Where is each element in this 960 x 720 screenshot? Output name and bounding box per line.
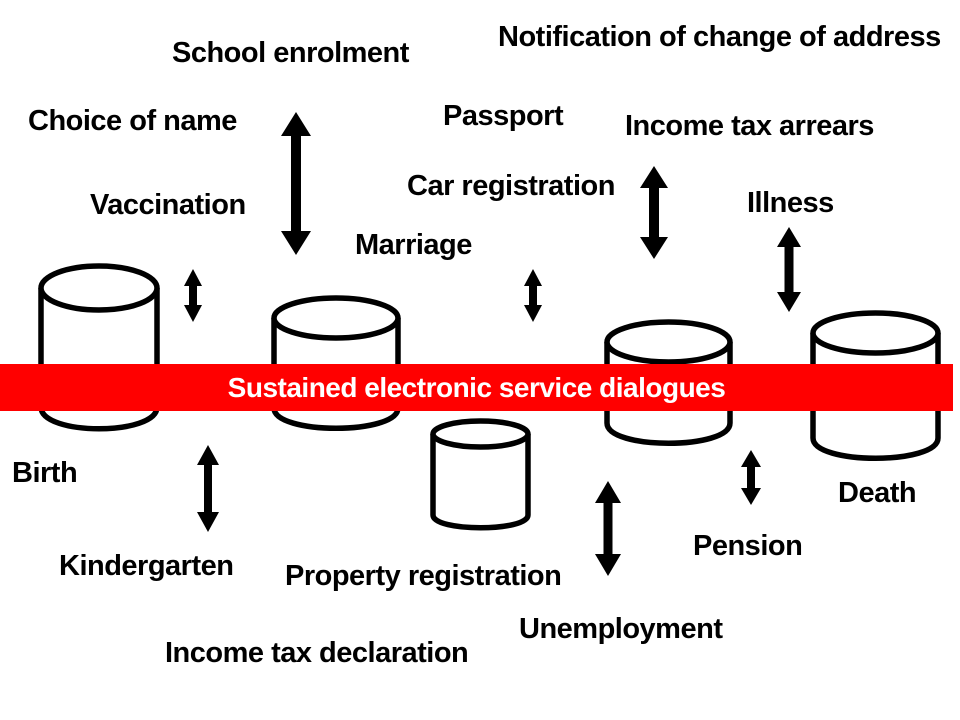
label-pension: Pension xyxy=(693,530,803,562)
double-arrow-income-tax-arrears xyxy=(640,166,668,259)
cylinder-property-registration xyxy=(430,418,531,531)
double-arrow-marriage xyxy=(524,269,542,322)
double-arrow-unemployment xyxy=(595,481,621,576)
label-passport: Passport xyxy=(443,100,564,132)
label-choice-of-name: Choice of name xyxy=(28,105,237,137)
double-arrow-vaccination xyxy=(184,269,202,322)
label-car-registration: Car registration xyxy=(407,170,615,202)
double-arrow-school-enrolment xyxy=(281,112,311,255)
label-death: Death xyxy=(838,477,917,509)
label-marriage: Marriage xyxy=(355,229,472,261)
label-income-tax-arrears: Income tax arrears xyxy=(625,110,874,142)
double-arrow-pension xyxy=(741,450,761,505)
label-school-enrolment: School enrolment xyxy=(172,37,409,69)
label-unemployment: Unemployment xyxy=(519,613,723,645)
double-arrow-kindergarten xyxy=(197,445,219,532)
label-income-tax-declaration: Income tax declaration xyxy=(165,637,469,669)
banner-sustained-dialogues: Sustained electronic service dialogues xyxy=(0,364,953,411)
double-arrow-illness xyxy=(777,227,801,312)
label-kindergarten: Kindergarten xyxy=(59,550,234,582)
label-notification-of-change-of-address: Notification of change of address xyxy=(498,21,941,53)
label-birth: Birth xyxy=(12,457,78,489)
label-vaccination: Vaccination xyxy=(90,189,246,221)
label-property-registration: Property registration xyxy=(285,560,562,592)
banner-text: Sustained electronic service dialogues xyxy=(227,371,726,403)
label-illness: Illness xyxy=(747,187,834,219)
